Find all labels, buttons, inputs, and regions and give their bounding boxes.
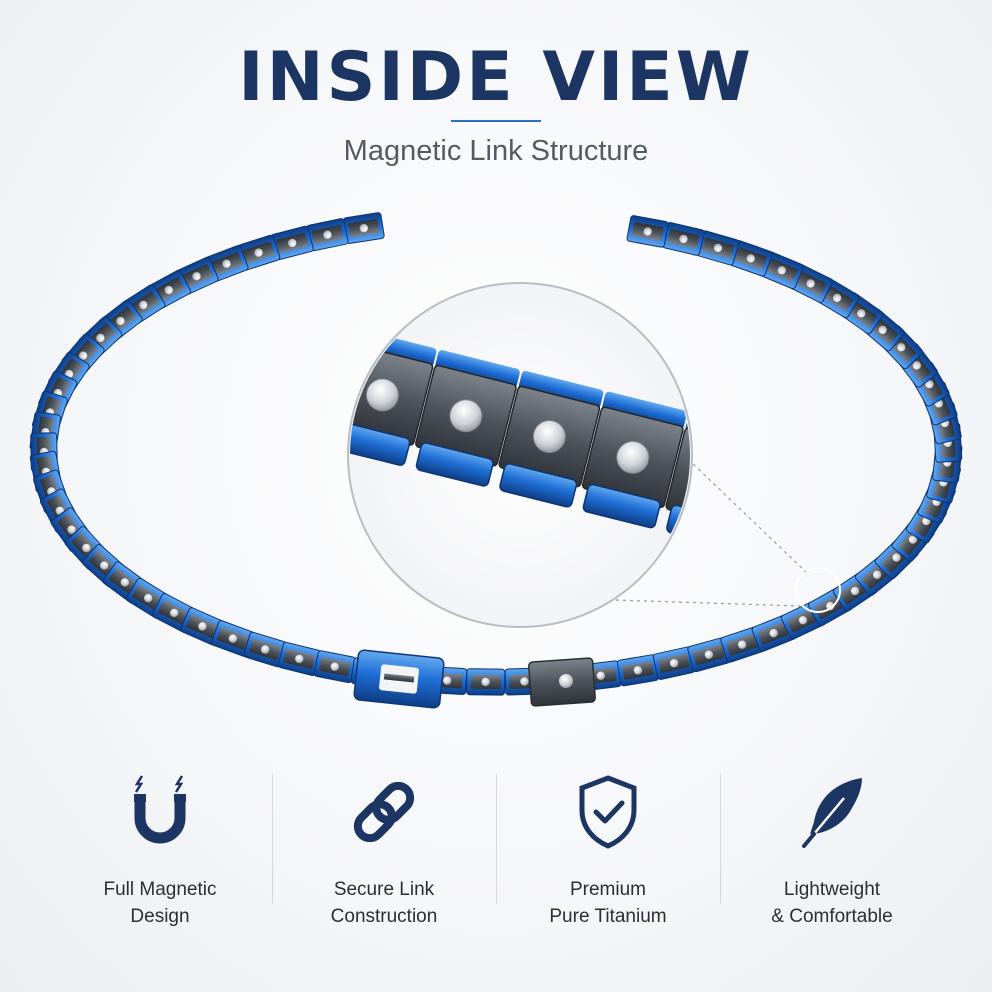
feature-secure-link-line2: Construction — [330, 906, 438, 927]
feature-secure-link: Secure Link Construction — [272, 770, 496, 940]
chain-link — [236, 234, 281, 271]
chain-link — [306, 218, 349, 252]
feature-secure-link-line1: Secure Link — [333, 879, 435, 900]
chain-link — [720, 626, 765, 663]
zoom-guide-line-bottom — [552, 597, 801, 607]
chain-link — [466, 668, 506, 696]
magnifier-lens — [347, 282, 693, 628]
feature-titanium-line2: Pure Titanium — [549, 906, 667, 927]
feature-titanium-label: Premium Pure Titanium — [549, 876, 666, 930]
magnified-link — [498, 370, 604, 508]
chain-link — [342, 212, 385, 244]
chain-link — [626, 215, 669, 248]
chain-link — [277, 641, 321, 676]
chain-link — [728, 240, 773, 277]
magnified-link — [581, 391, 687, 529]
feature-secure-link-label: Secure Link Construction — [331, 876, 438, 930]
feature-magnetic-line2: Design — [130, 906, 190, 927]
feature-row: Full Magnetic Design Secure Link Constru… — [48, 770, 944, 940]
page-title: INSIDE VIEW — [238, 38, 754, 117]
feature-magnetic-line1: Full Magnetic — [103, 879, 217, 900]
magnified-link — [415, 350, 520, 487]
chain-link — [313, 650, 356, 684]
feature-lightweight-line2: & Comfortable — [771, 906, 893, 927]
feature-lightweight-label: Lightweight & Comfortable — [771, 876, 892, 930]
title-divider — [451, 120, 541, 122]
chain-link — [243, 631, 287, 668]
feature-magnetic: Full Magnetic Design — [48, 770, 272, 940]
chain-link — [687, 637, 731, 673]
chain-link — [662, 222, 705, 256]
feature-titanium-line1: Premium — [569, 879, 646, 900]
chain-link — [210, 620, 255, 658]
clasp-left — [353, 649, 445, 709]
shield-check-icon — [579, 775, 637, 849]
chain-link-icon — [353, 781, 415, 843]
magnet-icon — [134, 775, 186, 844]
feather-icon — [802, 778, 862, 848]
feature-titanium: Premium Pure Titanium — [496, 770, 720, 940]
feature-lightweight-line1: Lightweight — [783, 879, 881, 900]
zoom-target-ring — [795, 567, 841, 613]
feature-lightweight: Lightweight & Comfortable — [720, 770, 944, 940]
feature-magnetic-label: Full Magnetic Design — [104, 876, 217, 930]
chain-link — [759, 251, 804, 290]
page-subtitle: Magnetic Link Structure — [343, 135, 649, 167]
chain-link — [616, 654, 659, 687]
clasp-right — [528, 657, 596, 707]
chain-link — [270, 225, 314, 261]
